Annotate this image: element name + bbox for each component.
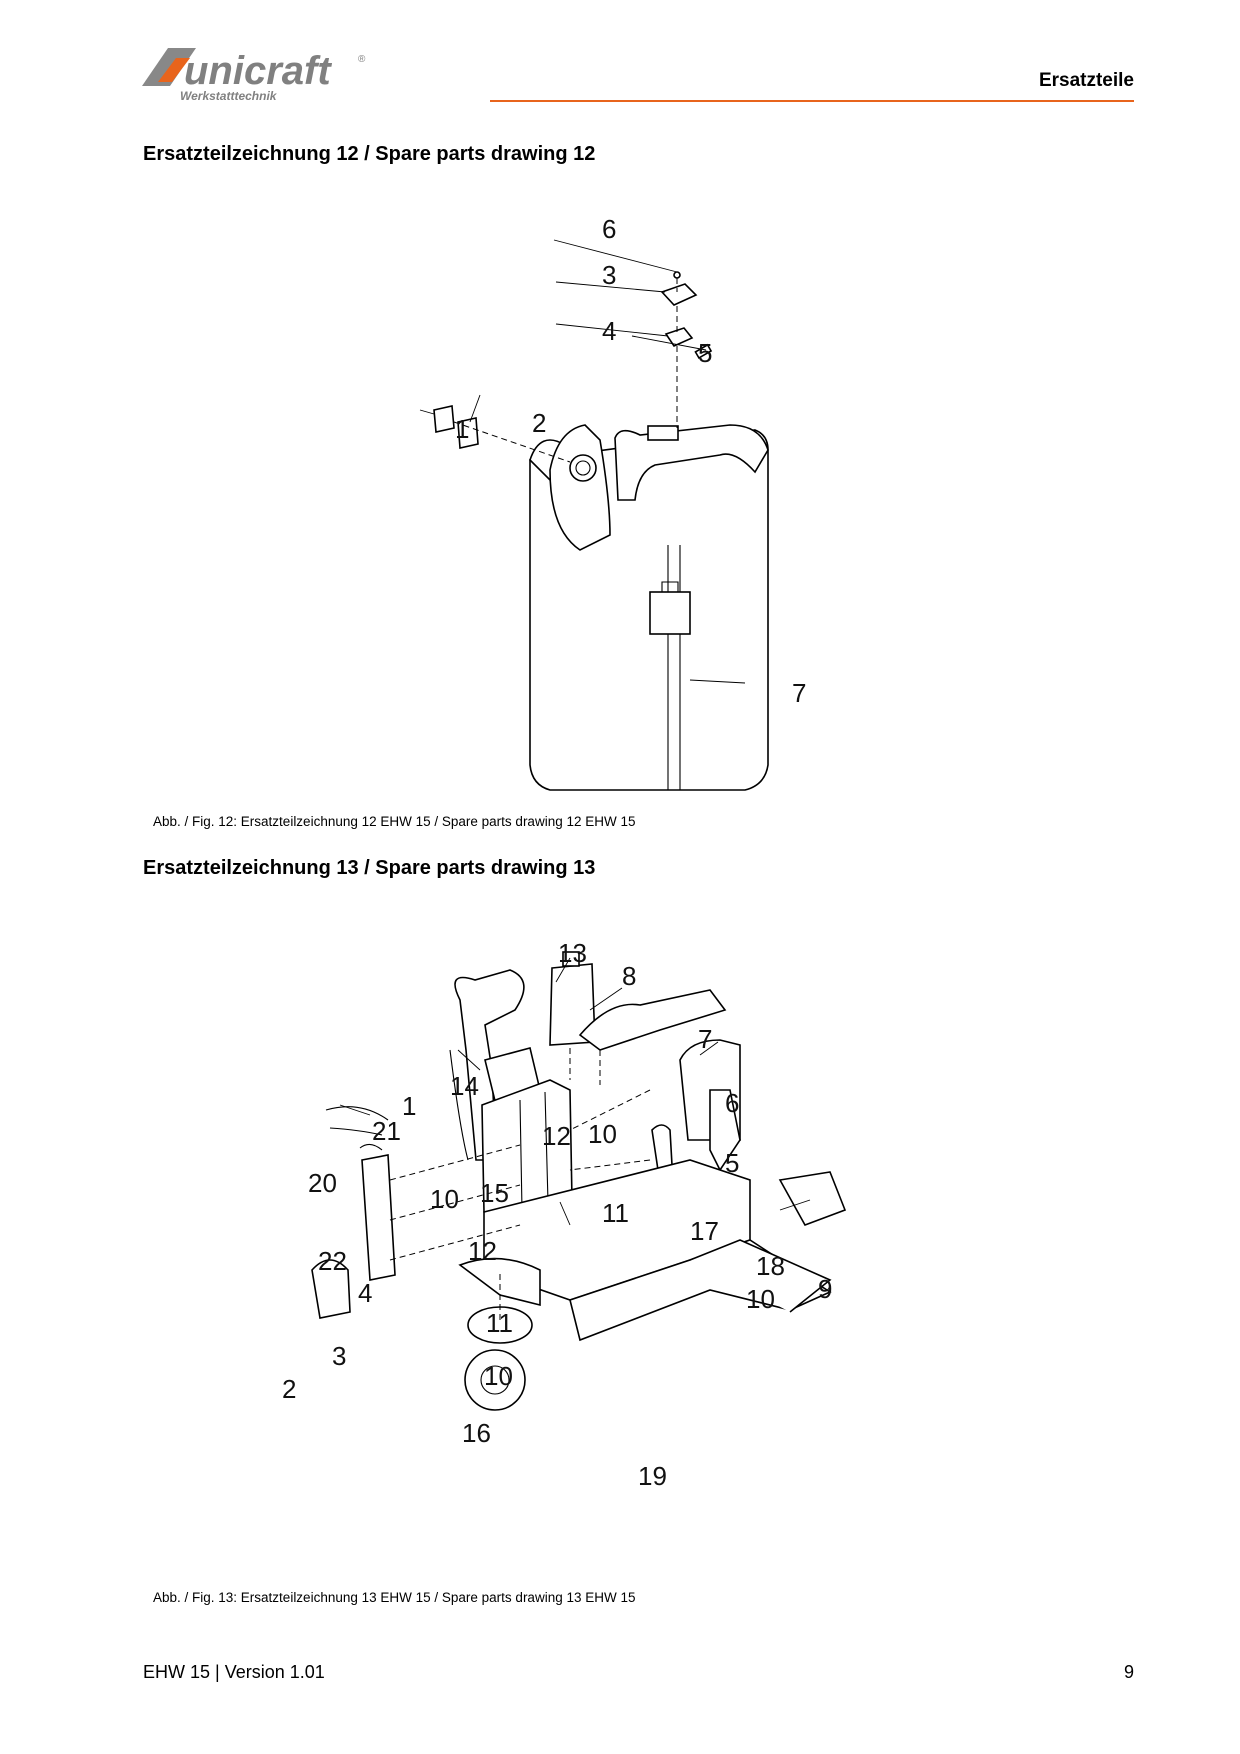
footer-doc-version: EHW 15 | Version 1.01 [143, 1662, 325, 1682]
callout-13-16: 16 [462, 1418, 491, 1448]
drive-motor-hub [480, 1365, 510, 1395]
fork-arm-right [689, 1239, 832, 1313]
callout-13-12b: 12 [468, 1236, 497, 1266]
cable-21 [449, 1049, 469, 1161]
callout-13-9: 9 [818, 1274, 832, 1304]
callout-13-10a: 10 [588, 1119, 617, 1149]
drawing-12-title: Ersatzteilzeichnung 12 / Spare parts dra… [143, 143, 596, 165]
battery-socket-inner [575, 460, 591, 476]
callout-12-7: 7 [792, 678, 806, 708]
section-label: Ersatzteile [1038, 70, 1134, 91]
callout-12-5: 5 [698, 338, 712, 368]
leader-2 [469, 394, 481, 423]
spare-parts-drawing-13: 13 8 7 14 6 1 21 12 10 5 20 10 15 11 17 … [282, 940, 847, 1491]
callout-13-2: 2 [282, 1374, 296, 1404]
callout-13-5: 5 [725, 1148, 739, 1178]
battery-label-tab [661, 581, 679, 592]
leader-13-9 [779, 1199, 811, 1211]
callout-12-6: 6 [602, 214, 616, 244]
bracket-6 [709, 1089, 741, 1172]
callout-13-1: 1 [402, 1091, 416, 1121]
leader-13-1 [457, 1049, 481, 1071]
drawing-13-title: Ersatzteilzeichnung 13 / Spare parts dra… [143, 857, 596, 879]
callout-13-20: 20 [308, 1168, 337, 1198]
wiring-harness-22 [359, 1143, 383, 1151]
assembly-line-side [453, 421, 571, 463]
callout-12-2: 2 [532, 408, 546, 438]
callout-13-17: 17 [690, 1216, 719, 1246]
leader-5 [631, 335, 707, 351]
leader-3 [555, 281, 666, 293]
callout-12-4: 4 [602, 316, 616, 346]
callout-13-8: 8 [622, 961, 636, 991]
callout-13-13: 13 [558, 940, 587, 968]
front-cover-4 [361, 1154, 396, 1281]
battery-holder-5 [651, 1124, 673, 1172]
wheel-guard [458, 1257, 541, 1307]
part-3-cover [660, 283, 698, 306]
drawing-12-caption: Abb. / Fig. 12: Ersatzteilzeichnung 12 E… [153, 814, 636, 829]
brand-wordmark: unicraft [184, 49, 332, 93]
battery-socket [569, 454, 597, 482]
part-1-plate [433, 405, 455, 433]
leader-1 [419, 409, 435, 415]
leader-7 [689, 679, 746, 684]
assembly-lines-left [389, 1144, 521, 1261]
callout-12-3: 3 [602, 260, 616, 290]
leader-13-7 [699, 1041, 719, 1056]
drive-motor [464, 1349, 526, 1411]
callout-13-12a: 12 [542, 1121, 571, 1151]
callout-13-14: 14 [450, 1071, 479, 1101]
callout-13-11b: 11 [486, 1308, 513, 1338]
callout-13-15: 15 [480, 1178, 509, 1208]
cover-8 [578, 989, 727, 1051]
part-2-connector [457, 417, 479, 449]
callout-13-6: 6 [725, 1088, 739, 1118]
callout-13-18: 18 [756, 1251, 785, 1281]
battery-front-groove [667, 545, 681, 790]
leader-6 [553, 239, 678, 273]
fork-tip-9 [778, 1171, 847, 1226]
callout-13-7: 7 [698, 1024, 712, 1054]
brand-tagline: Werkstatttechnik [180, 89, 278, 103]
spare-parts-drawing-12: 6 3 4 5 1 2 7 [419, 214, 806, 791]
drawing-13-caption: Abb. / Fig. 13: Ersatzteilzeichnung 13 E… [153, 1590, 636, 1605]
callout-13-22: 22 [318, 1246, 347, 1276]
callout-12-1: 1 [455, 414, 469, 444]
leader-13-20 [339, 1104, 371, 1116]
part-5-spring [694, 343, 713, 360]
leader-4 [555, 323, 669, 337]
unicraft-logo-mark: unicraft ® Werkstatttechnik [142, 48, 366, 103]
callout-13-11a: 11 [602, 1198, 629, 1228]
leader-13-19 [559, 1201, 571, 1226]
callout-13-10c: 10 [746, 1284, 775, 1314]
callout-13-21: 21 [372, 1116, 401, 1146]
callout-13-4: 4 [358, 1278, 372, 1308]
leader-13-8 [589, 987, 623, 1011]
callout-13-19: 19 [638, 1461, 667, 1491]
callout-13-10b: 10 [430, 1184, 459, 1214]
brand-logo: unicraft ® Werkstatttechnik [140, 44, 375, 104]
part-6-screw [673, 271, 681, 279]
battery-label-plate [649, 591, 691, 635]
battery-side-panel [549, 424, 611, 551]
callout-13-10d: 10 [484, 1361, 513, 1391]
battery-lock-slot [647, 425, 679, 441]
cap-2 [311, 1259, 351, 1319]
callout-13-3: 3 [332, 1341, 346, 1371]
battery-handle [614, 424, 769, 501]
footer-page-number: 9 [1123, 1662, 1134, 1682]
wiring-harness-20 [325, 1106, 389, 1136]
header-rule [490, 100, 1134, 102]
part-4-latch [664, 327, 694, 348]
assembly-lines-vertical [499, 1048, 601, 1320]
leader-13-13 [555, 957, 571, 983]
mast-rails [519, 1091, 549, 1211]
assembly-lines-right [569, 1089, 651, 1171]
brand-registered-mark: ® [358, 54, 366, 65]
